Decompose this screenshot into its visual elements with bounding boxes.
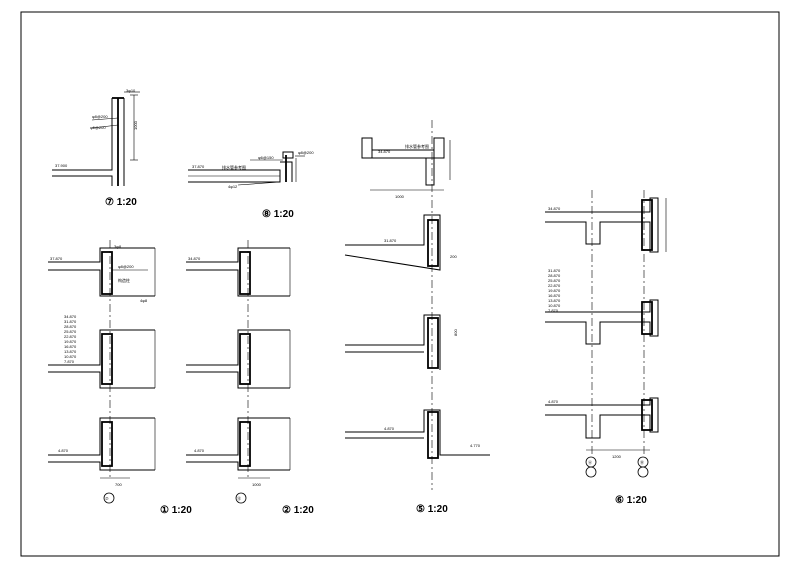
d6-axis-b: Ⓑ	[640, 459, 644, 465]
detail-5: 1000 排水管参考图 34.870 31.870 200 4.870 4.77…	[344, 120, 490, 515]
d6-label: ⑥ 1:20	[615, 495, 647, 506]
d8-elev: 37.870	[192, 164, 205, 169]
d6-dim: 1200	[612, 454, 622, 459]
d1-stir: φ8@200	[118, 264, 134, 269]
d5-dim-a: 1000	[395, 194, 405, 199]
detail-2: ⑫ 1000 34.870 4.870 ② 1:20	[186, 240, 314, 516]
d2-dim: 1000	[252, 482, 262, 487]
d5-label: ⑤ 1:20	[416, 504, 448, 515]
d1-elevation: 28.870	[64, 324, 77, 329]
d1-elevation: 16.870	[64, 344, 77, 349]
d1-elevation: 13.870	[64, 349, 77, 354]
d2-axis: ⑫	[237, 495, 241, 501]
d8-rebar-3: 4φ12	[228, 184, 238, 189]
d8-label: ⑧ 1:20	[262, 209, 294, 220]
d7-elev: 37.900	[55, 163, 68, 168]
detail-1: ⑦ 700 37.870 3φ8 φ8@200 构造柱 4φ8 34.87031…	[48, 240, 192, 516]
sheet-border	[20, 11, 780, 557]
d6-elevation: 19.870	[548, 288, 561, 293]
d1-elevation: 19.870	[64, 339, 77, 344]
detail-6: 34.870 31.87028.87025.87022.87019.87016.…	[545, 190, 667, 506]
d2-elev-bot: 4.870	[194, 448, 205, 453]
d6-elevation-stack: 31.87028.87025.87022.87019.87016.87013.8…	[548, 268, 561, 313]
d6-elev-top: 34.870	[548, 206, 561, 211]
d1-elevation: 7.870	[64, 359, 75, 364]
d1-elevation: 10.870	[64, 354, 77, 359]
d5-elev-c: 4.870	[384, 426, 395, 431]
d5-note: 排水管参考图	[405, 143, 429, 149]
d1-dim: 700	[115, 482, 122, 487]
d6-elevation: 25.870	[548, 278, 561, 283]
d5-elev-d: 4.770	[470, 443, 481, 448]
d6-elevation: 7.870	[548, 308, 559, 313]
d5-elev-b: 31.870	[384, 238, 397, 243]
d8-note: 排水管参考图	[222, 164, 246, 170]
d2-label: ② 1:20	[282, 505, 314, 516]
d6-elevation: 13.870	[548, 298, 561, 303]
d1-elevation: 25.870	[64, 329, 77, 334]
d1-elev-top: 37.870	[50, 256, 63, 261]
d1-axis: ⑦	[105, 496, 109, 501]
d6-elev-bot: 4.870	[548, 399, 559, 404]
d6-elevation: 28.870	[548, 273, 561, 278]
detail-7: 3φ10 φ8@200 φ6@200 1000 37.900 ⑦ 1:20	[52, 88, 140, 208]
d8-rebar-1: φ6@150	[258, 155, 274, 160]
d1-bar2: 4φ8	[140, 298, 148, 303]
detail-8: 37.870 排水管参考图 φ6@150 φ8@200 4φ12 ⑧ 1:20	[188, 150, 314, 220]
d1-bar: 3φ8	[114, 244, 122, 249]
d6-elevation: 22.870	[548, 283, 561, 288]
d6-elevation: 10.870	[548, 303, 561, 308]
d5-dim-b: 200	[450, 254, 457, 259]
d1-note: 构造柱	[118, 277, 130, 283]
d5-dim-c: 800	[453, 329, 458, 336]
d1-elevation: 34.870	[64, 314, 77, 319]
d1-elev-bot: 4.870	[58, 448, 69, 453]
d6-elevation: 31.870	[548, 268, 561, 273]
d5-elev-a: 34.870	[378, 149, 391, 154]
d7-rebar-2: φ6@200	[90, 125, 106, 130]
d7-rebar-1: φ8@200	[92, 114, 108, 119]
d6-axis-a: Ⓐ	[588, 459, 592, 465]
d1-elevation: 31.870	[64, 319, 77, 324]
d1-elevation: 22.870	[64, 334, 77, 339]
d8-rebar-2: φ8@200	[298, 150, 314, 155]
d1-elevation-stack: 34.87031.87028.87025.87022.87019.87016.8…	[64, 314, 77, 364]
d7-top-bar: 3φ10	[126, 88, 136, 93]
d7-label: ⑦ 1:20	[105, 197, 137, 208]
d1-label: ① 1:20	[160, 505, 192, 516]
d7-dim: 1000	[133, 120, 138, 130]
d2-elev-top: 34.870	[188, 256, 201, 261]
d6-elevation: 16.870	[548, 293, 561, 298]
